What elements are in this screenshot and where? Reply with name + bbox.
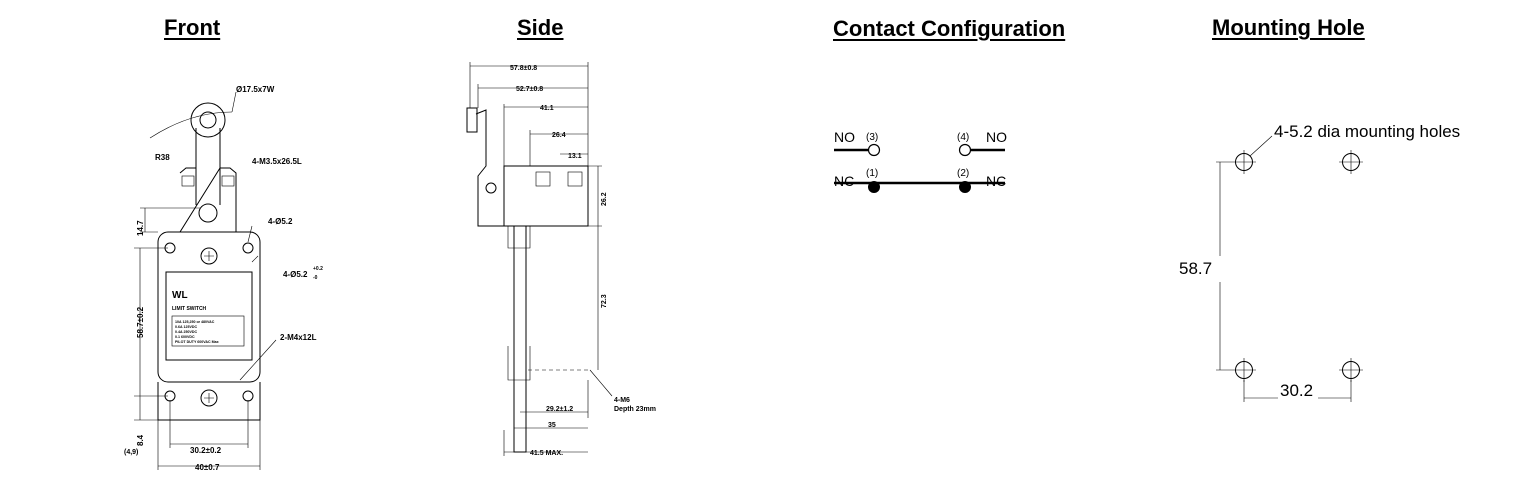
side-dim-7: 72.3 [601, 294, 608, 308]
nc-right-label: NC [986, 173, 1006, 189]
no-left-terminal [867, 143, 881, 157]
front-screw-top-dim: 4-M3.5x26.5L [252, 157, 302, 166]
side-dim-6: 26.2 [601, 192, 608, 206]
rating-line-3: 0.4A 250VDC [175, 330, 197, 334]
side-dim-10: 41.5 MAX. [530, 450, 563, 457]
mounting-hole-top-left [1232, 150, 1256, 174]
side-dim-9: 35 [548, 422, 556, 429]
no-right-terminal [958, 143, 972, 157]
mounting-hole-bottom-right [1339, 358, 1363, 382]
side-dim-2: 52.7±0.8 [516, 86, 543, 93]
front-main-height-dim: 58.7±0.2 [136, 306, 145, 338]
side-lever [475, 109, 505, 227]
front-radius-arc [149, 111, 233, 139]
front-base-height-paren: (4,9) [124, 449, 138, 456]
contact-diagram: NO NO NC NC (3) (4) (1) (2) [834, 129, 1007, 193]
mounting-diagram: 4-5.2 dia mounting holes 58.7 30.2 [1179, 122, 1460, 402]
label-brand: WL [172, 290, 188, 301]
terminal-3-label: (3) [866, 132, 878, 143]
front-top-screw [200, 247, 218, 265]
side-roller [466, 107, 478, 133]
no-left-label: NO [834, 129, 855, 145]
nc-left-terminal [868, 181, 880, 193]
front-body [157, 231, 261, 383]
front-title: Front [164, 15, 221, 40]
front-tol-plus: +0.2 [313, 266, 323, 272]
side-dim-5: 13.1 [568, 153, 582, 160]
no-right-label: NO [986, 129, 1007, 145]
nc-left-label: NC [834, 173, 854, 189]
terminal-2-label: (2) [957, 168, 969, 179]
front-hole-a-dim: 4-Ø5.2 [268, 217, 293, 226]
rating-line-1: 10A 125,250 or 480VAC [175, 320, 215, 324]
side-dim-1: 57.8±0.8 [510, 65, 537, 72]
front-holes-width-dim: 30.2±0.2 [190, 446, 222, 455]
terminal-4-label: (4) [957, 132, 969, 143]
front-roller-dim: Ø17.5x7W [236, 85, 275, 94]
side-dim-3: 41.1 [540, 105, 554, 112]
front-pivot [198, 203, 218, 223]
front-screw-bottom-dim: 2-M4x12L [280, 333, 317, 342]
front-view: WL LIMIT SWITCH 10A 125,250 or 480VAC 0.… [124, 85, 323, 472]
label-type: LIMIT SWITCH [172, 306, 207, 312]
side-thread-dim: 4-M6 [614, 397, 630, 404]
rating-line-2: 0.6A 125VDC [175, 325, 197, 329]
mounting-vertical-dim-line [1216, 161, 1232, 371]
rating-line-5: PILOT DUTY 600VAC Max [175, 340, 219, 344]
front-roller-axle [199, 111, 217, 129]
front-roller [190, 102, 226, 138]
front-tol-minus: -0 [313, 275, 318, 281]
side-body [513, 225, 527, 453]
mounting-horizontal-dim: 30.2 [1280, 381, 1313, 400]
side-title: Side [517, 15, 564, 40]
mounting-holes-label: 4-5.2 dia mounting holes [1274, 122, 1460, 141]
mounting-hole-title: Mounting Hole [1212, 15, 1365, 40]
front-label [165, 271, 253, 361]
front-head [179, 167, 237, 233]
front-base [157, 382, 261, 421]
side-depth-dim: Depth 23mm [614, 406, 656, 413]
nc-right-terminal [959, 181, 971, 193]
mounting-horizontal-dim-line [1243, 380, 1352, 402]
rating-line-4: 0.1 600VDC [175, 335, 195, 339]
side-view: 57.8±0.8 52.7±0.8 41.1 26.4 13.1 26.2 72… [466, 62, 656, 457]
mounting-hole-top-right [1339, 150, 1363, 174]
front-top-height-dim: 14.7 [136, 220, 145, 236]
contact-configuration-title: Contact Configuration [833, 16, 1066, 41]
terminal-1-label: (1) [866, 168, 878, 179]
front-bottom-screw [200, 389, 218, 407]
side-dim-8: 29.2±1.2 [546, 406, 573, 413]
front-base-height-dim: 8.4 [136, 434, 145, 446]
mounting-hole-bottom-left [1232, 358, 1256, 382]
front-total-width-dim: 40±0.7 [195, 463, 220, 472]
side-dim-4: 26.4 [552, 132, 566, 139]
front-lever-arm [195, 128, 221, 205]
front-hole-b-dim: 4-Ø5.2 [283, 270, 308, 279]
front-radius-dim: R38 [155, 153, 170, 162]
side-head [503, 165, 589, 227]
mounting-vertical-dim: 58.7 [1179, 259, 1212, 278]
mounting-leader-line [1249, 135, 1273, 157]
